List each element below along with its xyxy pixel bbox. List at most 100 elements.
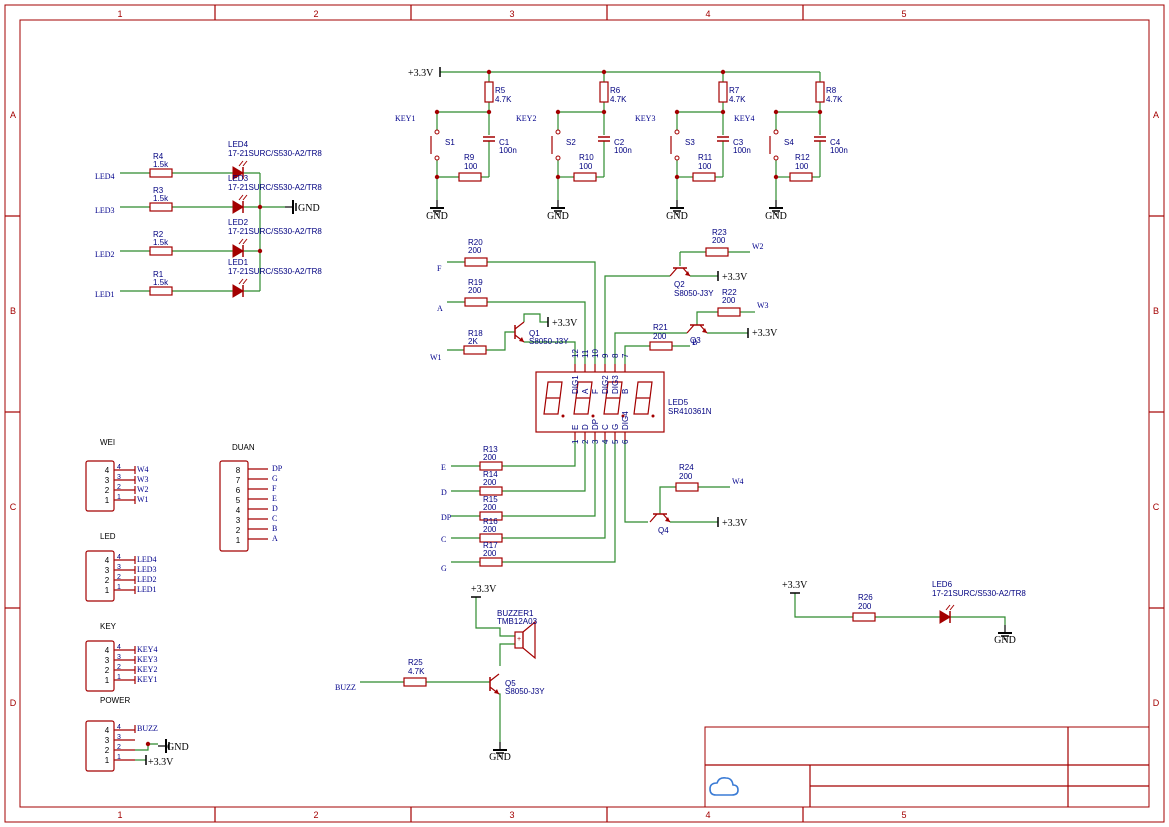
net-label: A: [437, 304, 443, 313]
vcc-label: +3.3V: [752, 328, 778, 339]
pin-number: 3: [105, 476, 110, 485]
header-title: DUAN: [232, 443, 255, 452]
net-label: LED3: [95, 206, 115, 215]
pin-number: 7: [621, 353, 630, 358]
led-triangle: [232, 200, 244, 214]
row-label: B: [1153, 306, 1159, 316]
junction-dot: [720, 109, 726, 115]
gnd-label: GND: [994, 635, 1016, 646]
wire: [499, 693, 501, 742]
switch-ref: S2: [566, 138, 576, 147]
header-body: [219, 460, 249, 552]
switch-ref: S3: [685, 138, 695, 147]
pin-name: A: [581, 388, 590, 394]
row-label: A: [10, 110, 16, 120]
net-label: LED4: [95, 172, 115, 181]
switch-ref: S4: [784, 138, 794, 147]
pin-number: 2: [581, 439, 590, 444]
pin-name: DIG3: [611, 375, 620, 394]
column-label: 1: [117, 810, 122, 820]
resistor-ref: R26: [858, 593, 873, 602]
pin-number: 2: [117, 574, 121, 581]
transistor-part: S8050-J3Y: [674, 289, 714, 298]
switch-contact: [555, 129, 561, 135]
led-ray: [242, 278, 248, 285]
led-3: [232, 278, 248, 298]
gnd-label: GND: [298, 203, 320, 214]
pin-number: 2: [105, 666, 110, 675]
led-ref: LED4: [228, 140, 249, 149]
pin-number: 4: [105, 466, 110, 475]
vcc-label: +3.3V: [552, 318, 578, 329]
transistor-q5: [489, 673, 500, 695]
transistor-part: S8050-J3Y: [505, 687, 545, 696]
pin-number: 4: [105, 726, 110, 735]
junction-dot: [434, 174, 440, 180]
header-body: [85, 550, 115, 602]
pin-name: E: [571, 425, 580, 430]
ground-symbol: [493, 742, 507, 757]
pin-number: 2: [105, 486, 110, 495]
gnd-label: GND: [765, 211, 787, 222]
resistor-ref: R18: [468, 329, 483, 338]
net-label: W1: [137, 495, 149, 504]
base-resistor: [403, 677, 427, 687]
junction-dot: [486, 69, 492, 75]
transistor-arrow: [702, 328, 707, 333]
transistor-arrow: [494, 689, 499, 694]
segment-resistor: [479, 557, 503, 567]
pin-number: 1: [117, 494, 121, 501]
led-triangle: [939, 610, 951, 624]
column-label: 5: [901, 810, 906, 820]
resistor-value: 200: [483, 503, 497, 512]
resistor-ref: R10: [579, 153, 594, 162]
header-title: LED: [100, 532, 116, 541]
column-label: 2: [313, 9, 318, 19]
net-label: W4: [732, 477, 744, 486]
ground-symbol: [430, 200, 444, 215]
pullup-resistor: [718, 81, 728, 103]
switch-contact: [434, 155, 440, 161]
row-label: D: [1153, 698, 1160, 708]
pin-number: 2: [105, 576, 110, 585]
resistor-ref: R7: [729, 86, 740, 95]
junction-dot: [773, 109, 779, 115]
segment-resistor: [479, 511, 503, 521]
wire: [523, 313, 548, 323]
pin-name: DIG4: [621, 411, 630, 430]
net-label: W3: [137, 475, 149, 484]
pin-number: 3: [591, 439, 600, 444]
resistor-ref: R21: [653, 323, 668, 332]
pin-number: 4: [105, 556, 110, 565]
pin-number: 2: [236, 526, 241, 535]
wire: [487, 261, 596, 364]
pin-name: D: [581, 424, 590, 430]
led-part: 17-21SURC/S530-A2/TR8: [228, 267, 322, 276]
led-ray: [238, 278, 244, 285]
capacitor-value: 100n: [830, 146, 848, 155]
net-label: BUZZ: [335, 683, 356, 692]
digit-segments: [603, 381, 623, 415]
resistor-ref: R5: [495, 86, 506, 95]
junction-dot: [601, 69, 607, 75]
resistor-value: 4.7K: [826, 95, 843, 104]
inner-border: [19, 19, 1150, 808]
wire: [502, 440, 596, 517]
pin-number: 3: [117, 734, 121, 741]
net-label: C: [441, 535, 446, 544]
pin-number: 4: [117, 644, 121, 651]
transistor-collector: [686, 324, 695, 334]
resistor-ref: R17: [483, 541, 498, 550]
digit-segments: [573, 381, 593, 415]
title-block-box: [704, 726, 1150, 808]
pin-number: 8: [611, 353, 620, 358]
gnd-label: GND: [426, 211, 448, 222]
led-ray: [238, 194, 244, 201]
net-label: LED1: [137, 585, 157, 594]
resistor-value: 200: [722, 296, 736, 305]
resistor-ref: R8: [826, 86, 837, 95]
series-resistor: [789, 172, 813, 182]
base-resistor: [675, 482, 699, 492]
resistor-value: 200: [483, 525, 497, 534]
transistor-ref: Q1: [529, 329, 540, 338]
